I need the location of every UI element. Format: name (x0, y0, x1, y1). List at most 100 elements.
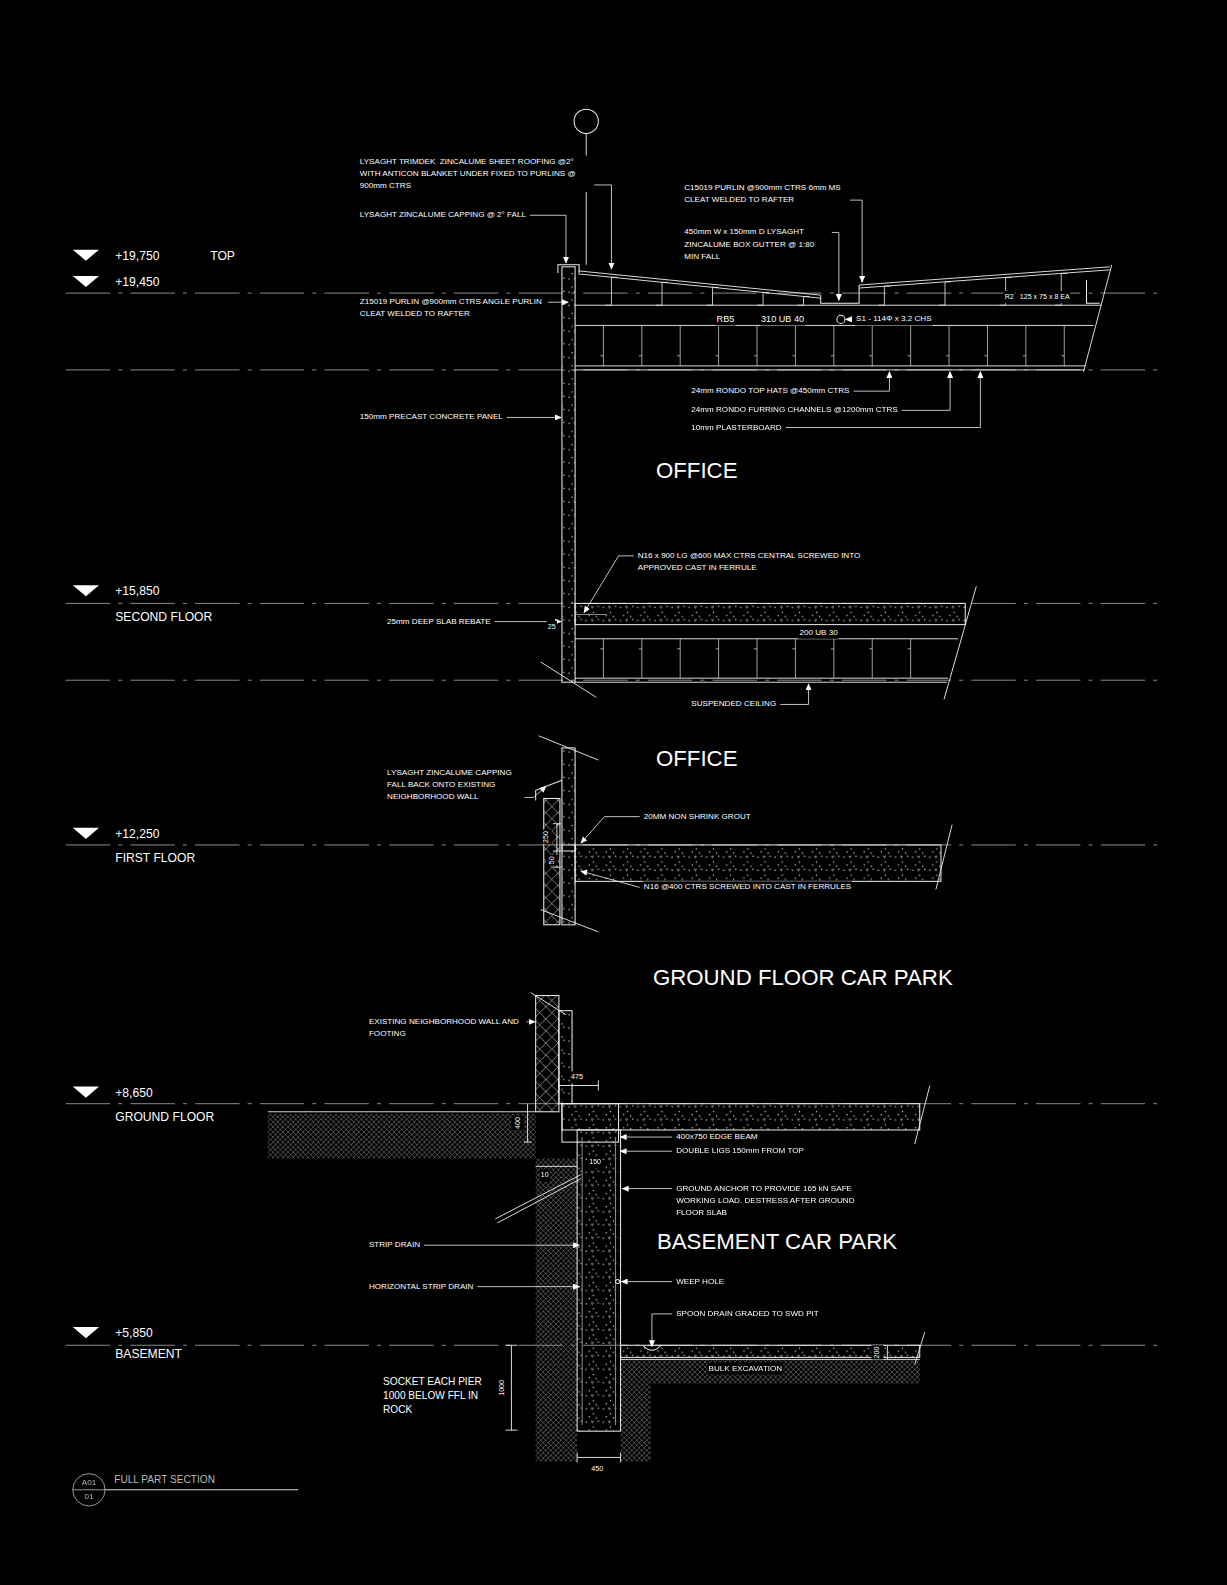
leader-line (507, 417, 561, 418)
datum-line (66, 369, 1158, 370)
neighbour-wall (536, 996, 559, 1112)
ground-anchor (497, 1178, 581, 1222)
earth-fill (536, 1158, 577, 1461)
dimension-tick (505, 1430, 517, 1431)
annotation-text: 400x750 EDGE BEAM (675, 1131, 758, 1143)
level-label: FIRST FLOOR (114, 851, 196, 866)
break-line (541, 662, 597, 697)
leader-line (652, 1314, 672, 1346)
annotation-text: 250 (540, 830, 552, 844)
ceiling-line (575, 682, 947, 683)
annotation-text: STRIP DRAIN (368, 1239, 421, 1251)
ceiling-hanger (754, 639, 757, 678)
level-marker (73, 1327, 99, 1338)
ceiling-hanger (984, 325, 987, 365)
dimension-line (887, 1345, 888, 1359)
annotation-text: SPOON DRAIN GRADED TO SWD PIT (675, 1308, 820, 1320)
precast-panel (559, 1011, 572, 1104)
ceiling-hanger (869, 639, 872, 678)
break-line (1083, 265, 1111, 372)
ceiling-hanger (716, 325, 719, 365)
annotation-text: 310 UB 40 (760, 313, 805, 325)
grid-line (586, 133, 587, 264)
leader-line (581, 871, 640, 887)
earth-fill (621, 1384, 651, 1462)
weep-hole (616, 1280, 620, 1284)
annotation-text: 25 (547, 621, 557, 633)
leader-line (525, 786, 546, 797)
annotation-text: GROUND ANCHOR TO PROVIDE 165 kN SAFE WOR… (675, 1183, 861, 1219)
reinforcement-bar (576, 614, 606, 615)
steel-beam (575, 638, 958, 639)
roof-sheet (578, 271, 821, 295)
leader-line (527, 1021, 535, 1022)
dimension-line (511, 1345, 512, 1430)
annotation-text: 150mm PRECAST CONCRETE PANEL (359, 411, 504, 423)
annotation-text: 475 (570, 1071, 584, 1083)
earth-fill (268, 1114, 536, 1158)
dimension-tick (558, 1080, 559, 1090)
ceiling-hanger (831, 325, 834, 365)
level-label: +5,850 (114, 1326, 153, 1341)
leader-line (594, 185, 611, 269)
break-line (539, 736, 599, 760)
annotation-text: LYSAGHT ZINCALUME CAPPING FALL BACK ONTO… (386, 767, 521, 803)
earth-fill (621, 1359, 920, 1383)
ground-line (268, 1111, 536, 1112)
room-label: BASEMENT CAR PARK (656, 1229, 898, 1256)
annotation-text: S1 - 114Φ x 3.2 CHS (855, 313, 933, 325)
leader-line (622, 1281, 673, 1282)
purlin (706, 287, 718, 305)
level-label: +15,850 (114, 584, 160, 599)
level-label: TOP (209, 249, 236, 264)
purlin (605, 277, 617, 305)
ground-anchor (495, 1174, 581, 1218)
concrete-slab (575, 603, 965, 624)
dimension-tick (598, 1080, 599, 1090)
neighbour-wall (544, 798, 560, 924)
annotation-text: LYSAGHT TRIMDEK ZINCALUME SHEET ROOFING … (359, 156, 591, 192)
room-label: OFFICE (655, 458, 739, 485)
purlin (878, 286, 890, 305)
ceiling-hanger (792, 325, 795, 365)
ceiling-hanger (1023, 325, 1026, 365)
ceiling-hanger (1061, 325, 1064, 365)
leader-line (530, 215, 566, 263)
dimension-tick (524, 1142, 532, 1143)
leader-line (780, 684, 808, 704)
leader-line (621, 1137, 673, 1138)
annotation-text: DOUBLE LIGS 150mm FROM TOP (675, 1145, 805, 1157)
grout-bed (562, 845, 575, 851)
leader-line (584, 556, 634, 613)
bored-pier (577, 1130, 620, 1431)
break-line (915, 1086, 930, 1145)
annotation-text: N16 @400 CTRS SCREWED INTO CAST IN FERRU… (643, 881, 852, 893)
level-marker (73, 1087, 99, 1098)
ceiling-hanger (600, 639, 603, 678)
annotation-text: HORIZONTAL STRIP DRAIN (368, 1281, 475, 1293)
annotation-text: 125 x 75 x 8 EA (1019, 291, 1071, 303)
grid-bubble (574, 109, 598, 133)
break-line (936, 825, 952, 890)
level-marker (73, 828, 99, 839)
annotation-text: 200 UB 30 (798, 627, 838, 639)
level-marker (73, 585, 99, 596)
annotation-text: BULK EXCAVATION (707, 1362, 783, 1374)
ceiling-hanger (639, 639, 642, 678)
rafter (575, 325, 1093, 326)
annotation-text: 450 (590, 1462, 604, 1474)
ceiling-hanger (869, 325, 872, 365)
roof-sheet (859, 270, 1110, 288)
room-label: OFFICE (655, 746, 739, 773)
purlin (757, 292, 769, 305)
leader-line (850, 200, 862, 282)
dimension-tick (553, 851, 561, 852)
ceiling-hanger (946, 325, 949, 365)
annotation-text: C15019 PURLIN @900mm CTRS 6mm MS CLEAT W… (683, 182, 847, 206)
ceiling-hanger (754, 325, 757, 365)
leader-line (621, 1151, 673, 1152)
annotation-text: 450mm W x 150mm D LYSAGHT ZINCALUME BOX … (683, 226, 829, 262)
annotation-text: 10mm PLASTERBOARD (690, 421, 782, 433)
break-line (541, 910, 599, 932)
dimension-tick (577, 1452, 578, 1462)
